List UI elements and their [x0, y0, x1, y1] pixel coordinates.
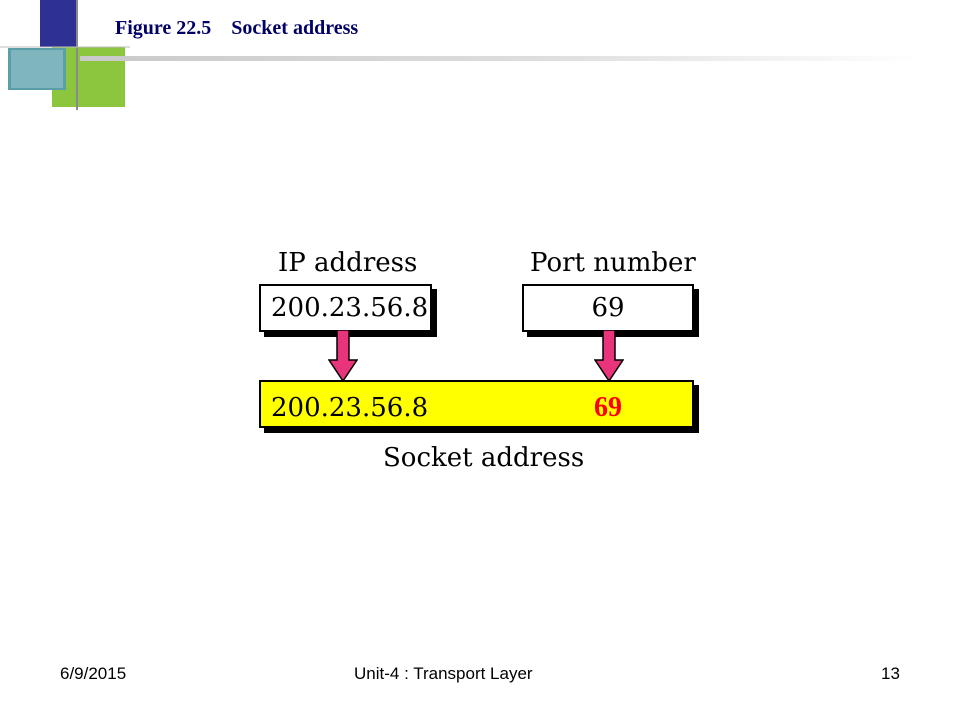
socket-ip-value: 200.23.56.8 — [271, 393, 429, 423]
figure-number: Figure 22.5 — [115, 17, 212, 39]
port-down-arrow — [594, 330, 624, 382]
figure-title: Socket address — [231, 17, 359, 39]
footer-title: Unit-4 : Transport Layer — [354, 664, 533, 683]
port-number-value: 69 — [591, 293, 625, 323]
slide-title: Figure 22.5 Socket address — [115, 17, 358, 40]
socket-address-box: 200.23.56.8 69 — [259, 380, 694, 428]
ip-address-label: IP address — [278, 248, 418, 278]
footer-page-number: 13 — [881, 664, 900, 683]
port-number-box: 69 — [522, 284, 694, 332]
ip-address-box: 200.23.56.8 — [259, 284, 432, 332]
socket-address-label: Socket address — [383, 443, 585, 473]
footer-date: 6/9/2015 — [60, 664, 127, 683]
slide-corner-decoration — [0, 0, 130, 110]
socket-port-value: 69 — [594, 392, 622, 423]
port-number-label: Port number — [530, 248, 696, 278]
ip-down-arrow — [328, 330, 358, 382]
title-underline — [80, 56, 920, 61]
ip-address-value: 200.23.56.8 — [271, 293, 429, 323]
